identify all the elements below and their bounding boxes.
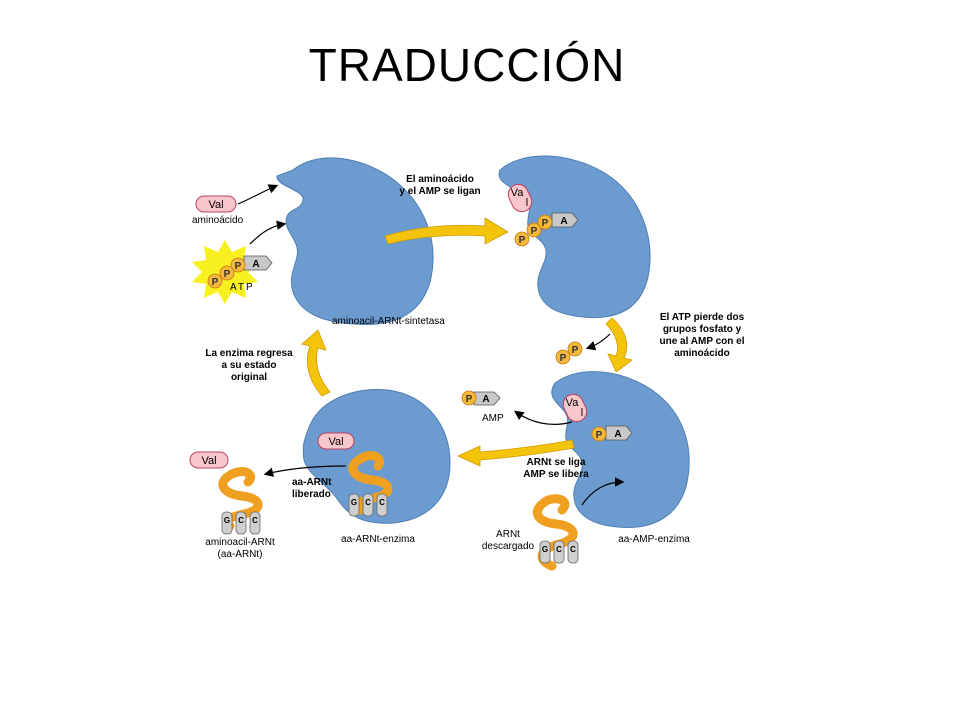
- svg-text:P: P: [572, 345, 579, 356]
- svg-text:P: P: [519, 235, 526, 246]
- svg-text:Val: Val: [208, 199, 223, 211]
- label-step5-line1: La enzima regresa: [205, 348, 293, 359]
- label-step3-line2: AMP se libera: [523, 469, 589, 480]
- svg-text:Va: Va: [511, 187, 525, 199]
- svg-text:P: P: [235, 261, 242, 272]
- enzyme-1: [276, 157, 434, 325]
- arrow-step-1: [384, 217, 509, 245]
- label-step1-line2: y el AMP se ligan: [399, 186, 480, 197]
- arrow-val-to-enzyme: [237, 184, 279, 205]
- svg-text:G: G: [351, 498, 357, 507]
- amp-released: A P: [461, 390, 501, 406]
- label-step4-line2: liberado: [292, 489, 331, 500]
- svg-text:P: P: [542, 218, 549, 229]
- svg-text:P: P: [560, 353, 567, 364]
- svg-text:Va: Va: [566, 397, 580, 409]
- svg-text:G: G: [542, 545, 548, 554]
- enzyme-2: [498, 155, 651, 319]
- label-aa-arnt-enzima: aa-ARNt-enzima: [341, 534, 415, 545]
- svg-text:A: A: [252, 259, 259, 270]
- aminoacyl-trna: G C C: [218, 467, 263, 535]
- trna-discharged: G C C: [532, 494, 579, 571]
- svg-text:Val: Val: [201, 455, 216, 467]
- atp-molecule: A P P P: [207, 255, 273, 289]
- label-step5-line3: original: [231, 372, 267, 383]
- svg-text:A: A: [614, 429, 621, 440]
- svg-text:P: P: [531, 226, 538, 237]
- arrow-atp-to-enzyme: [249, 220, 287, 245]
- label-atp: ATP: [230, 282, 255, 293]
- svg-text:P: P: [224, 269, 231, 280]
- trna-bound-4: G C C: [348, 451, 393, 517]
- val-molecule-1: Val: [195, 195, 237, 213]
- val-molecule-3: Va l: [562, 393, 588, 423]
- val-molecule-4: Val: [317, 432, 355, 450]
- svg-text:P: P: [212, 277, 219, 288]
- label-aa-amp-enzima: aa-AMP-enzima: [618, 534, 690, 545]
- svg-text:C: C: [379, 498, 385, 507]
- label-aa-arnt-paren: (aa-ARNt): [217, 549, 262, 560]
- label-step2-line3: une al AMP con el: [659, 336, 744, 347]
- label-sintetasa: aminoacil-ARNt-sintetasa: [332, 316, 445, 327]
- arrow-aa-trna-release: [263, 465, 347, 477]
- svg-text:l: l: [581, 407, 583, 419]
- svg-text:C: C: [556, 545, 562, 554]
- label-step1-line1: El aminoácido: [406, 174, 474, 185]
- arrow-step-3: [457, 439, 575, 467]
- label-aminoacido: aminoácido: [192, 215, 244, 226]
- svg-text:C: C: [365, 498, 371, 507]
- svg-text:C: C: [252, 516, 258, 525]
- label-step2-line4: aminoácido: [674, 348, 730, 359]
- svg-text:G: G: [224, 516, 230, 525]
- label-step5-line2: a su estado: [221, 360, 276, 371]
- label-step3-line1: ARNt se liga: [527, 457, 586, 468]
- svg-text:l: l: [526, 197, 528, 209]
- page-title: TRADUCCIÓN: [308, 39, 626, 91]
- amp-bound-3: A P: [591, 425, 633, 442]
- svg-text:A: A: [560, 216, 567, 227]
- label-amp: AMP: [482, 413, 504, 424]
- label-step4-line1: aa-ARNt: [292, 477, 332, 488]
- pyrophosphate: P P: [555, 341, 583, 365]
- svg-text:P: P: [466, 394, 473, 405]
- arrow-trna-to-enzyme: [581, 477, 625, 506]
- val-molecule-5: Val: [189, 451, 229, 469]
- label-descargado: descargado: [482, 541, 535, 552]
- label-step2-line2: grupos fosfato y: [663, 324, 742, 335]
- svg-text:P: P: [596, 430, 603, 441]
- svg-text:C: C: [570, 545, 576, 554]
- svg-text:A: A: [482, 394, 489, 405]
- svg-text:C: C: [238, 516, 244, 525]
- atp-bound-2: A P P P: [514, 212, 579, 247]
- val-molecule-2: Va l: [507, 183, 533, 213]
- arrow-step-4: [301, 329, 331, 397]
- label-arnt: ARNt: [496, 529, 520, 540]
- arrow-amp-release: [514, 410, 573, 425]
- label-aminoacil-arnt: aminoacil-ARNt: [205, 537, 275, 548]
- label-step2-line1: El ATP pierde dos: [660, 312, 745, 323]
- arrow-step-2: [605, 317, 633, 373]
- arrow-pp-release: [585, 333, 611, 351]
- svg-text:Val: Val: [328, 436, 343, 448]
